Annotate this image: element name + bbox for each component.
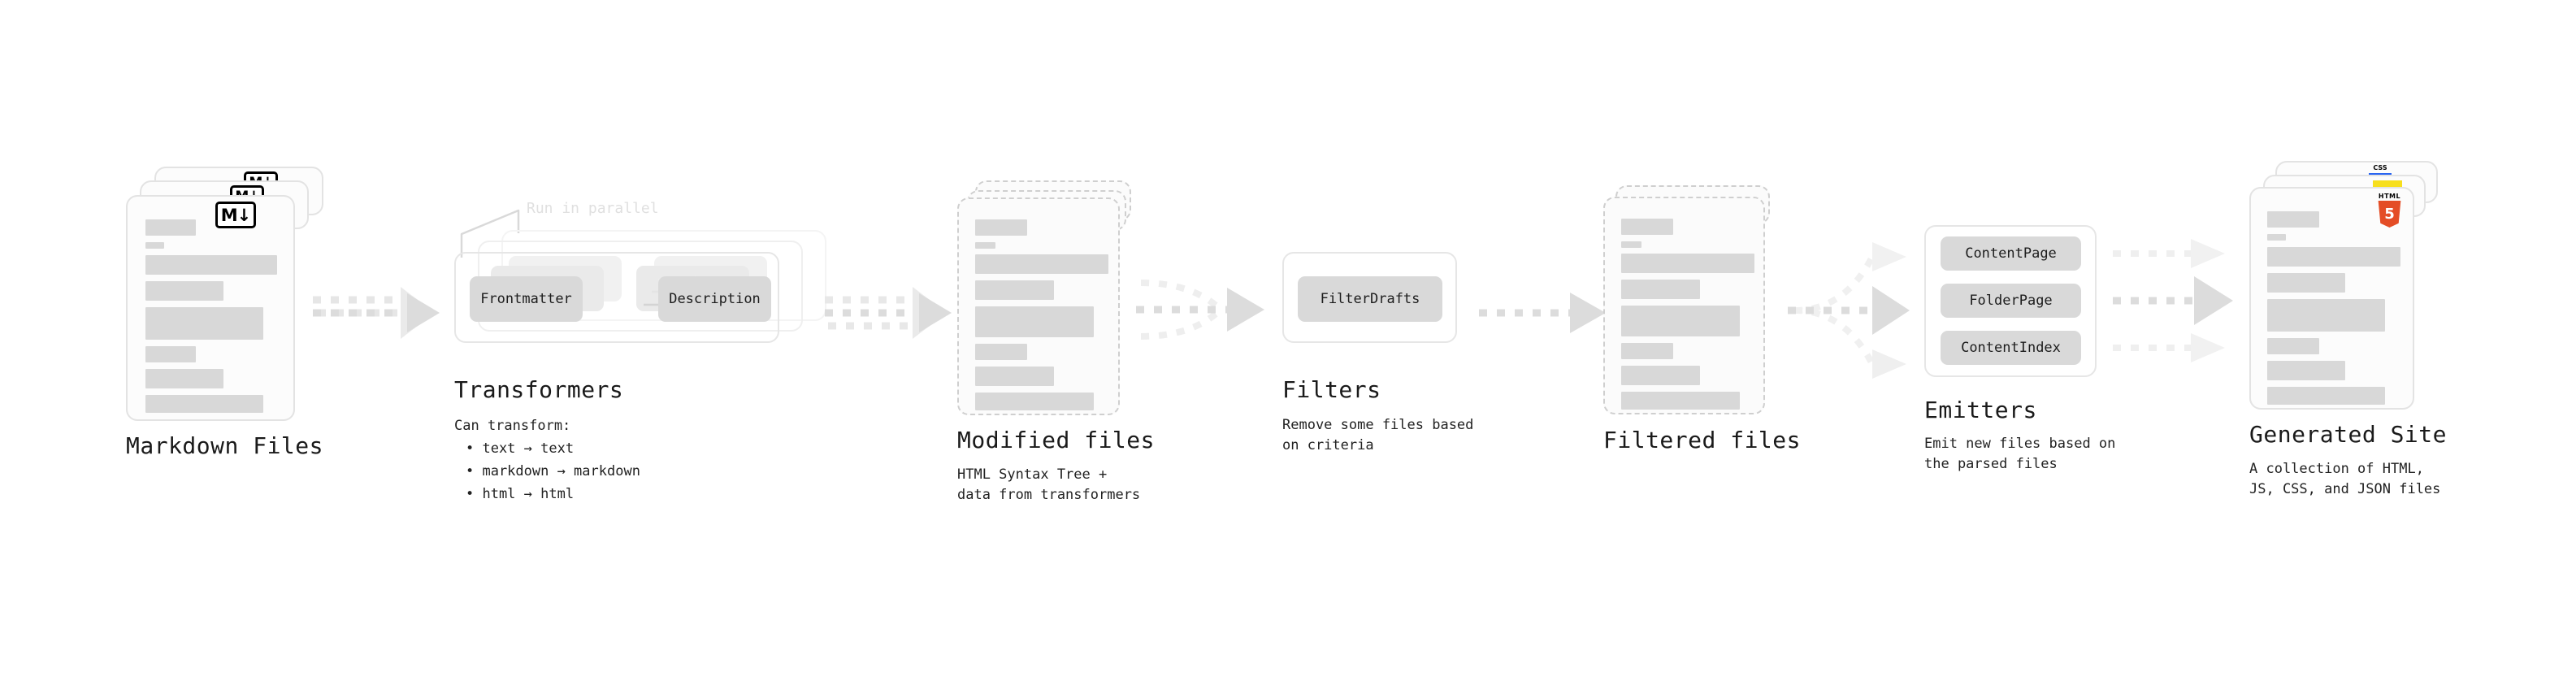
doc-bar: [975, 344, 1027, 360]
doc-bar: [145, 242, 164, 249]
emitters-subtitle: Emit new files based on the parsed files: [1924, 436, 2116, 472]
doc-bar: [145, 346, 196, 362]
doc-bar: [2267, 299, 2385, 332]
doc-bar: [1621, 366, 1700, 385]
html5-logo-icon: HTML 5: [2376, 193, 2403, 228]
filtered-files-title: Filtered files: [1603, 427, 1802, 453]
arrow-transformers-to-modified: [825, 287, 952, 339]
transformer-panel-front: [454, 252, 779, 343]
transformers-title: Transformers: [454, 376, 624, 403]
doc-bar: [975, 280, 1054, 300]
doc-bar: [2267, 247, 2400, 267]
arrow-filtered-to-emitters: [1788, 242, 1910, 379]
doc-bar: [975, 367, 1054, 386]
doc-bar: [2267, 387, 2385, 405]
filters-pill-filterdrafts[interactable]: FilterDrafts: [1298, 276, 1442, 322]
run-in-parallel-bracket: [460, 209, 520, 258]
run-in-parallel-label: Run in parallel: [527, 200, 659, 217]
doc-bar: [975, 242, 995, 249]
filters-subtitle: Remove some files based on criteria: [1282, 417, 1474, 453]
doc-bar: [1621, 219, 1673, 235]
generated-site-title: Generated Site: [2249, 421, 2448, 448]
transformer-pill-frontmatter[interactable]: Frontmatter: [470, 276, 583, 322]
doc-bar: [145, 281, 223, 301]
markdown-card-front: [126, 195, 295, 421]
arrow-filters-to-filtered: [1479, 293, 1606, 333]
html5-logo-word: HTML: [2378, 193, 2401, 200]
markdown-logo-icon: M↓: [215, 202, 256, 228]
doc-bar: [975, 393, 1094, 410]
doc-bar: [145, 219, 196, 236]
markdown-files-title: Markdown Files: [126, 432, 324, 459]
modified-card-front: [957, 197, 1120, 415]
arrow-modified-to-filters: [1136, 280, 1264, 340]
modified-files-title: Modified files: [957, 427, 1156, 453]
html5-logo-number: 5: [2384, 206, 2395, 223]
arrow-markdown-to-transformers: [313, 287, 440, 339]
filtered-card-front: [1603, 197, 1765, 414]
transformers-bullet-1: • markdown → markdown: [466, 463, 640, 479]
emitters-pill-folderpage[interactable]: FolderPage: [1941, 284, 2081, 318]
doc-bar: [1621, 280, 1700, 299]
doc-bar: [145, 255, 277, 275]
html5-logo-shield: 5: [2378, 201, 2401, 228]
doc-bar: [975, 254, 1108, 274]
arrow-emitters-to-site: [2113, 239, 2233, 362]
doc-bar: [2267, 361, 2345, 380]
emitters-pill-contentindex[interactable]: ContentIndex: [1941, 331, 2081, 365]
doc-bar: [1621, 392, 1740, 410]
doc-bar: [2267, 273, 2345, 293]
doc-bar: [975, 306, 1094, 337]
markdown-logo-arrow: ↓: [236, 205, 252, 225]
emitters-panel: [1924, 225, 2097, 377]
modified-files-subtitle: HTML Syntax Tree + data from transformer…: [957, 466, 1141, 503]
generated-site-subtitle: A collection of HTML, JS, CSS, and JSON …: [2249, 461, 2441, 497]
doc-bar: [1621, 241, 1641, 248]
doc-bar: [2267, 338, 2319, 354]
doc-bar: [145, 307, 263, 340]
transformers-bullet-0: • text → text: [466, 440, 575, 457]
doc-bar: [1621, 343, 1673, 359]
emitters-pill-contentpage[interactable]: ContentPage: [1941, 236, 2081, 271]
filters-panel: [1282, 252, 1457, 343]
doc-bar: [2267, 211, 2319, 228]
doc-bar: [2267, 234, 2286, 241]
doc-bar: [1621, 254, 1754, 273]
transformers-bullet-2: • html → html: [466, 486, 575, 502]
doc-bar: [145, 395, 263, 413]
css3-logo-word: CSS: [2373, 164, 2387, 171]
filters-title: Filters: [1282, 376, 1381, 403]
emitters-title: Emitters: [1924, 397, 2037, 423]
markdown-logo-letter: M: [220, 205, 238, 225]
transformers-subtitle-head: Can transform:: [454, 418, 571, 434]
doc-bar: [145, 369, 223, 388]
transformer-pill-description[interactable]: Description: [658, 276, 771, 322]
doc-bar: [1621, 306, 1740, 336]
doc-bar: [975, 219, 1027, 236]
